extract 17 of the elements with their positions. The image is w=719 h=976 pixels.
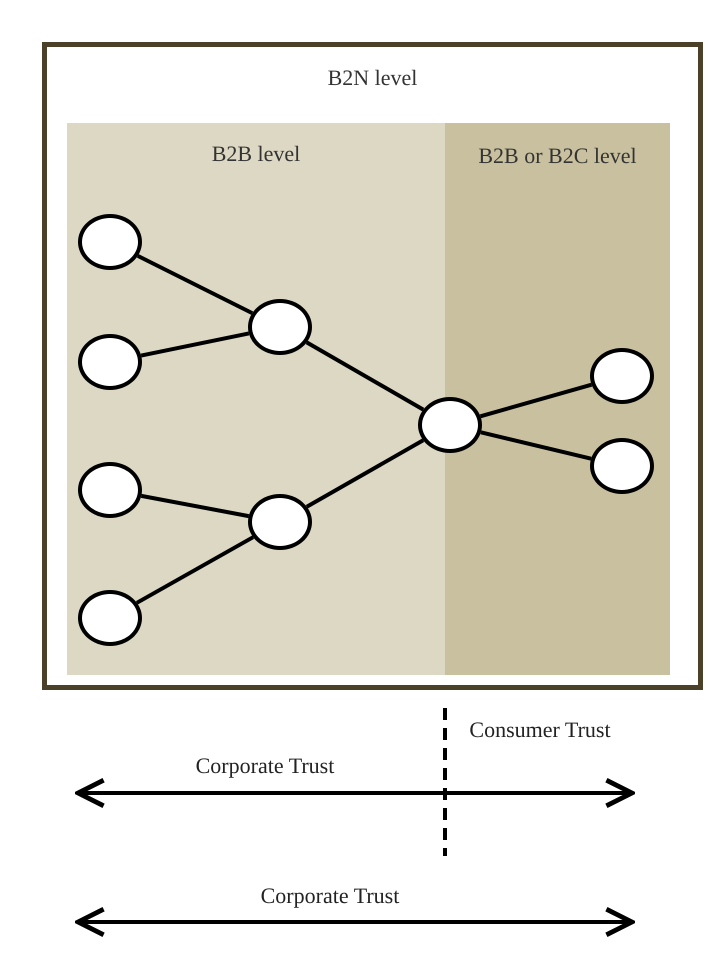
level-band <box>445 123 670 675</box>
connector-line <box>480 430 592 461</box>
connector-line <box>480 382 592 418</box>
connector-line <box>136 535 254 605</box>
trust-label: Corporate Trust <box>194 752 336 780</box>
level-title: B2B or B2C level <box>477 143 638 169</box>
level-frame <box>42 42 703 690</box>
connector-line <box>136 254 254 315</box>
level-title: B2B level <box>210 141 302 167</box>
connector-line <box>140 331 250 358</box>
trust-label: Consumer Trust <box>468 716 612 744</box>
level-band <box>67 123 445 675</box>
connector-line <box>306 340 424 412</box>
level-title: B2N level <box>326 65 418 91</box>
connector-line <box>306 438 424 508</box>
connector-line <box>140 494 250 518</box>
trust-label: Corporate Trust <box>260 882 400 910</box>
